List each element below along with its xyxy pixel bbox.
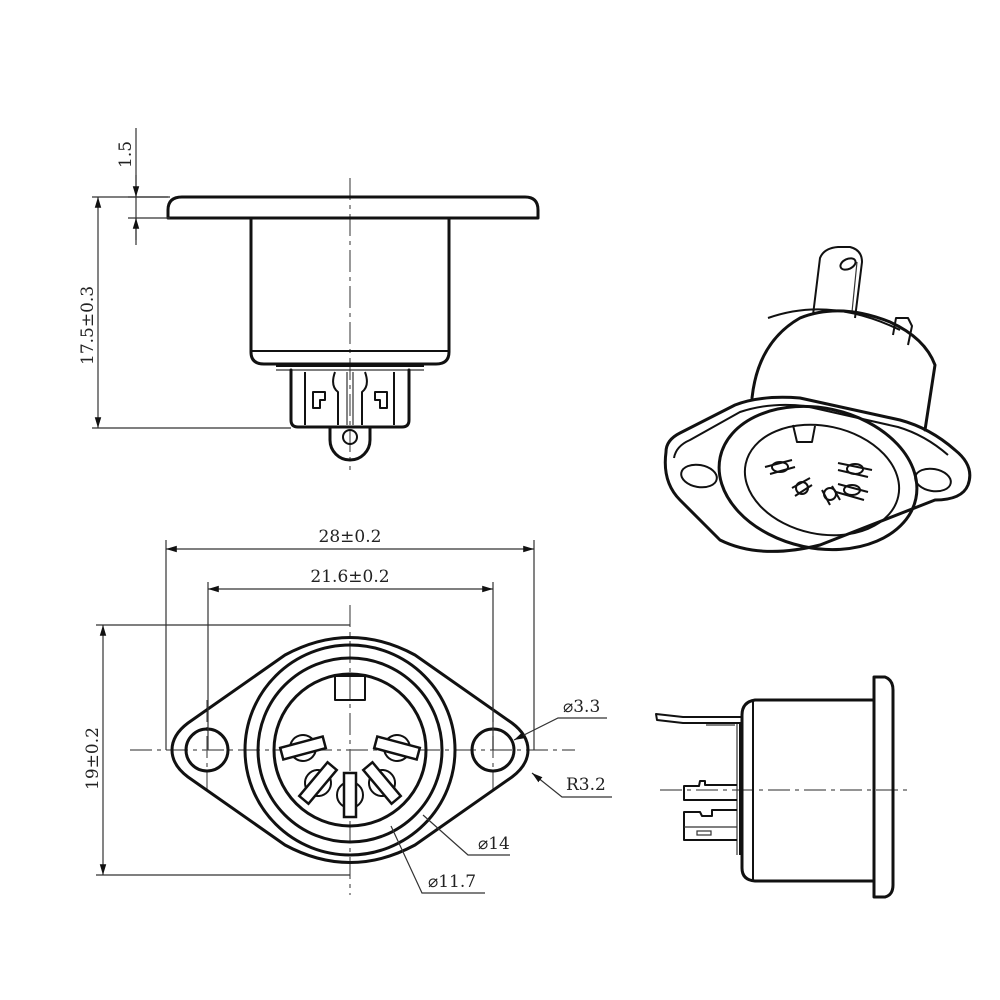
face-view: 28±0.2 21.6±0.2 19±0.2 ⌀3.3 R3.2 ⌀14 ⌀11… [83,527,612,895]
solder-tab [812,246,863,319]
dim-flange-height: 19±0.2 [83,727,103,790]
body-outline [249,216,451,366]
pin-contacts [278,734,422,819]
solder-lug [328,425,372,462]
mount-hole-left [184,727,230,773]
flange-side [872,675,895,899]
mount-hole-right [914,467,952,493]
socket-bore [743,423,901,537]
bore-11-7 [272,672,428,828]
dim-flange-thickness: 1.5 [116,141,136,168]
dim-hole-pitch: 21.6±0.2 [310,567,389,587]
flange-outline [166,195,540,220]
ring-14 [256,656,444,844]
flange-outline [170,636,530,864]
outer-ring [717,404,919,552]
solder-tab [655,713,742,724]
mount-hole-left [680,463,718,489]
flange-outline [663,395,972,553]
ring-outer [243,643,457,857]
dim-inner-bore: ⌀11.7 [428,872,476,892]
dim-outer-ring: ⌀14 [478,834,510,854]
pin-contacts [764,459,873,506]
dim-ear-radius: R3.2 [566,775,606,795]
pin-block [289,368,411,429]
contact-2 [683,809,737,841]
side-elevation-view [655,675,910,899]
contact-1 [683,780,737,801]
body-side [740,698,876,883]
dim-overall-height: 17.5±0.3 [78,286,98,365]
key-slot [334,675,366,701]
dim-flange-width: 28±0.2 [319,527,382,547]
front-elevation-view: 1.5 17.5±0.3 [78,128,540,470]
dim-mount-hole: ⌀3.3 [563,697,600,717]
isometric-view [663,246,972,553]
